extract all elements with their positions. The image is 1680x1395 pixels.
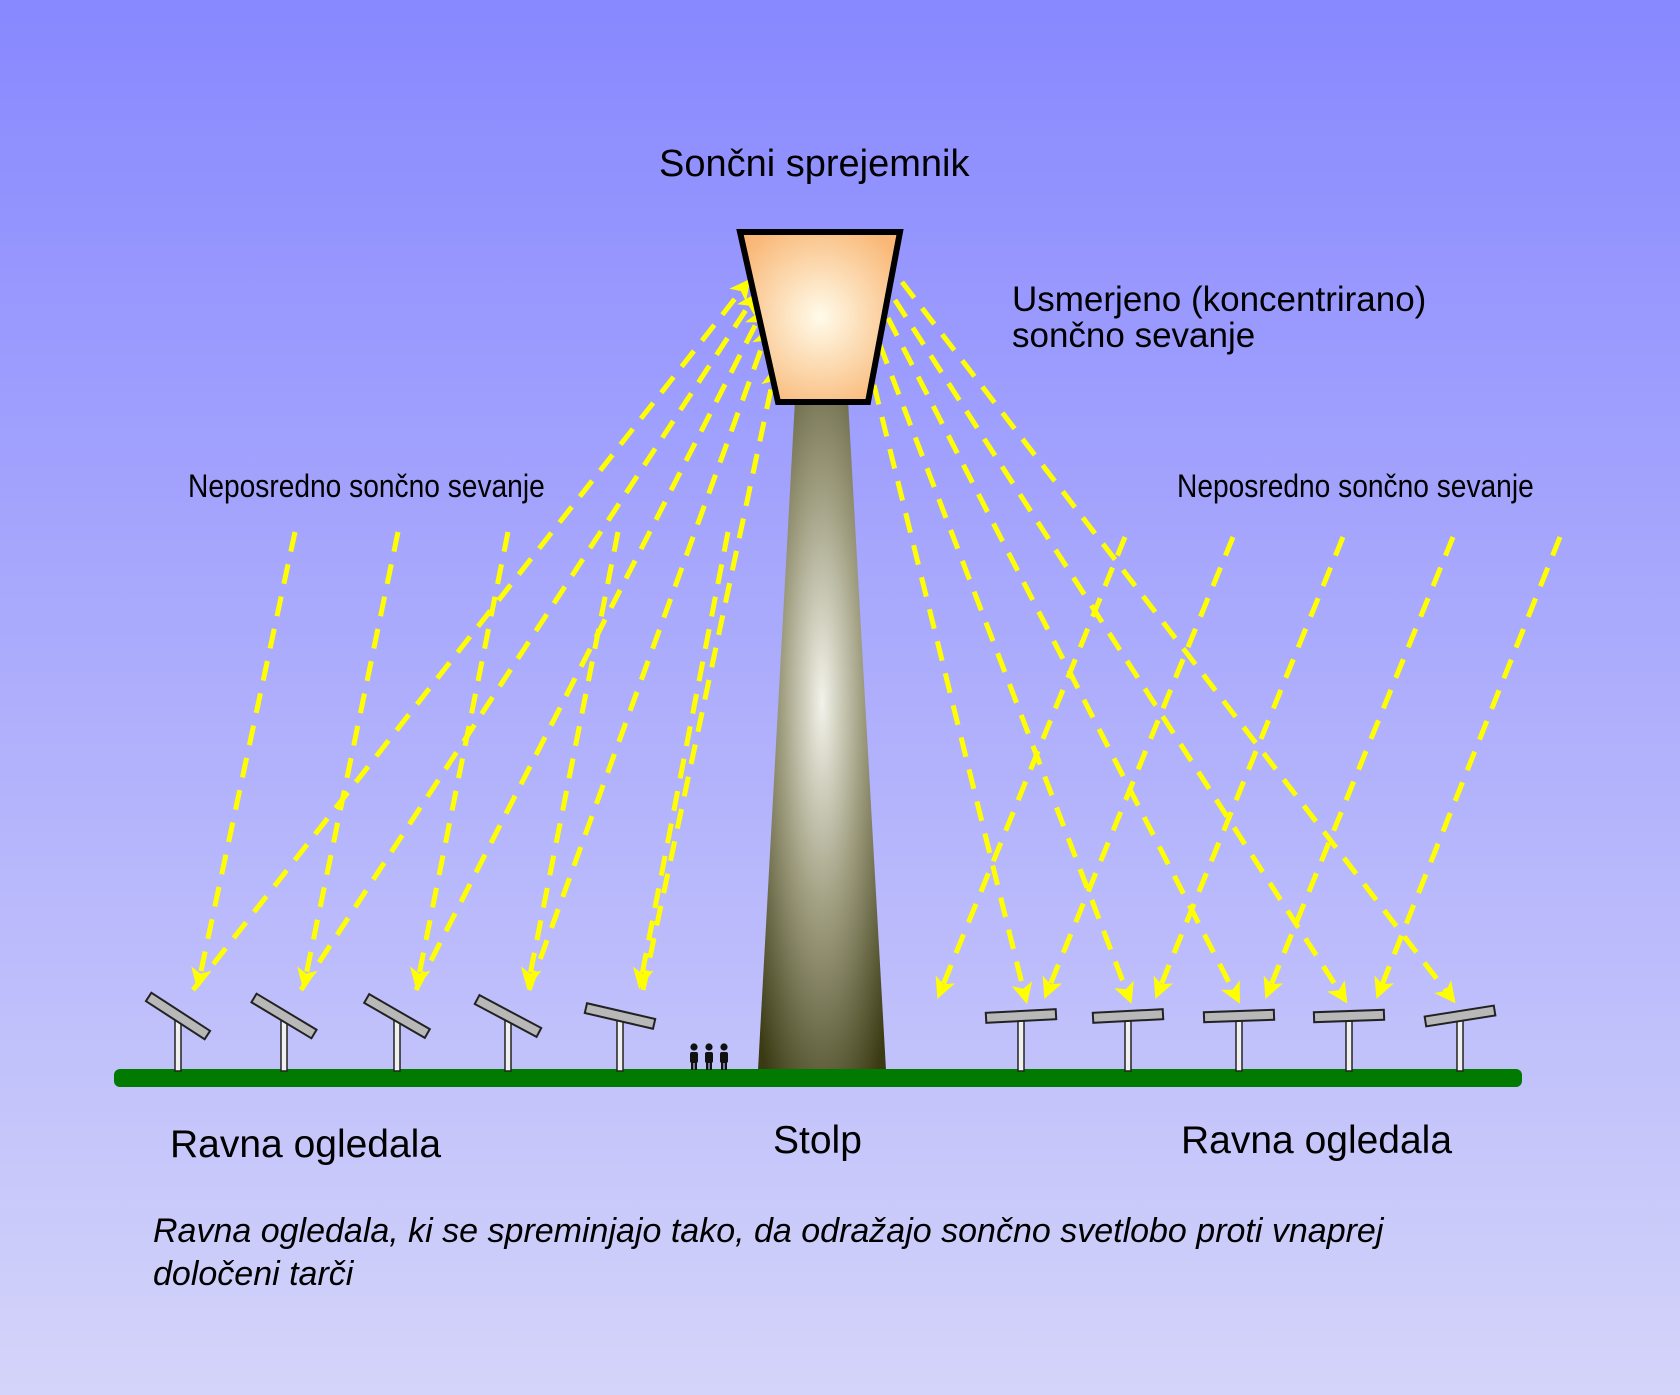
mirror-post [1345, 1017, 1353, 1072]
mirror-panel [1423, 1004, 1497, 1028]
mirror-panel [583, 1002, 657, 1030]
solar-receiver [736, 229, 904, 405]
ground-strip [114, 1069, 1522, 1087]
mirror-post [280, 1017, 288, 1072]
reflected-ray-right-3 [885, 316, 1241, 1004]
reflected-ray-right-2 [877, 344, 1134, 1004]
direct-ray-left-2 [297, 531, 401, 990]
solar-rays [191, 278, 1563, 1005]
mirror-left-4 [473, 993, 543, 1072]
tower-shaft [758, 400, 886, 1070]
direct-ray-left-5 [632, 531, 731, 990]
direct-radiation-label-right: Neposredno sončno sevanje [1177, 469, 1534, 504]
mirror-panel [984, 1008, 1058, 1024]
direct-ray-left-4 [520, 531, 621, 990]
mirror-left-1 [144, 991, 212, 1072]
tower-label: Stolp [773, 1119, 862, 1162]
direct-ray-left-1 [191, 531, 298, 990]
mirror-post [504, 1017, 512, 1072]
concentrated-radiation-label-line2: sončno sevanje [1012, 316, 1255, 355]
mirror-panel [473, 993, 543, 1039]
direct-ray-right-4 [1263, 536, 1456, 999]
mirror-post [393, 1017, 401, 1072]
mirror-post [1235, 1017, 1243, 1072]
mirror-panel [1312, 1008, 1386, 1024]
person-icon [720, 1043, 728, 1070]
mirror-left-3 [362, 992, 432, 1072]
caption-line2: določeni tarči [153, 1255, 355, 1293]
mirror-panel [1091, 1008, 1165, 1024]
mirror-left-2 [250, 992, 318, 1072]
reflected-ray-left-3 [413, 308, 765, 992]
mirror-right-4 [1312, 1008, 1386, 1072]
mirror-post [1017, 1017, 1025, 1072]
reflected-ray-left-5 [640, 365, 782, 991]
mirror-right-5 [1423, 1004, 1497, 1072]
mirror-panel [1202, 1008, 1276, 1024]
direct-radiation-label-left: Neposredno sončno sevanje [188, 469, 545, 504]
person-icon [705, 1043, 713, 1070]
mirror-panel [250, 992, 318, 1040]
direct-ray-left-3 [410, 531, 511, 990]
reflected-ray-left-4 [526, 326, 773, 991]
concentrated-radiation-label-line1: Usmerjeno (koncentrirano) [1012, 280, 1426, 319]
caption-line1: Ravna ogledala, ki se spreminjajo tako, … [153, 1212, 1385, 1250]
mirror-post [1456, 1017, 1464, 1072]
person-icon [690, 1043, 698, 1070]
mirror-post [616, 1017, 624, 1072]
mirror-panel [362, 992, 432, 1040]
reflected-ray-left-1 [191, 278, 751, 992]
mirrors-label-right: Ravna ogledala [1181, 1119, 1452, 1162]
mirror-panel [144, 991, 212, 1041]
reflected-ray-right-1 [871, 384, 1033, 1005]
mirror-right-3 [1202, 1008, 1276, 1072]
direct-ray-right-2 [1042, 536, 1236, 999]
mirror-post [174, 1017, 182, 1072]
mirror-right-1 [984, 1008, 1058, 1072]
reflected-ray-right-5 [900, 280, 1456, 1004]
mirror-left-5 [583, 1002, 657, 1072]
direct-ray-right-3 [1153, 536, 1346, 999]
receiver-label: Sončni sprejemnik [659, 143, 970, 185]
mirror-field [144, 991, 1497, 1072]
mirror-right-2 [1091, 1008, 1165, 1072]
direct-ray-right-5 [1374, 536, 1563, 999]
reflected-ray-right-4 [892, 298, 1348, 1004]
people-scale-figures [690, 1043, 728, 1070]
reflected-ray-left-2 [298, 292, 758, 992]
mirror-post [1124, 1017, 1132, 1072]
mirrors-label-left: Ravna ogledala [170, 1123, 441, 1166]
